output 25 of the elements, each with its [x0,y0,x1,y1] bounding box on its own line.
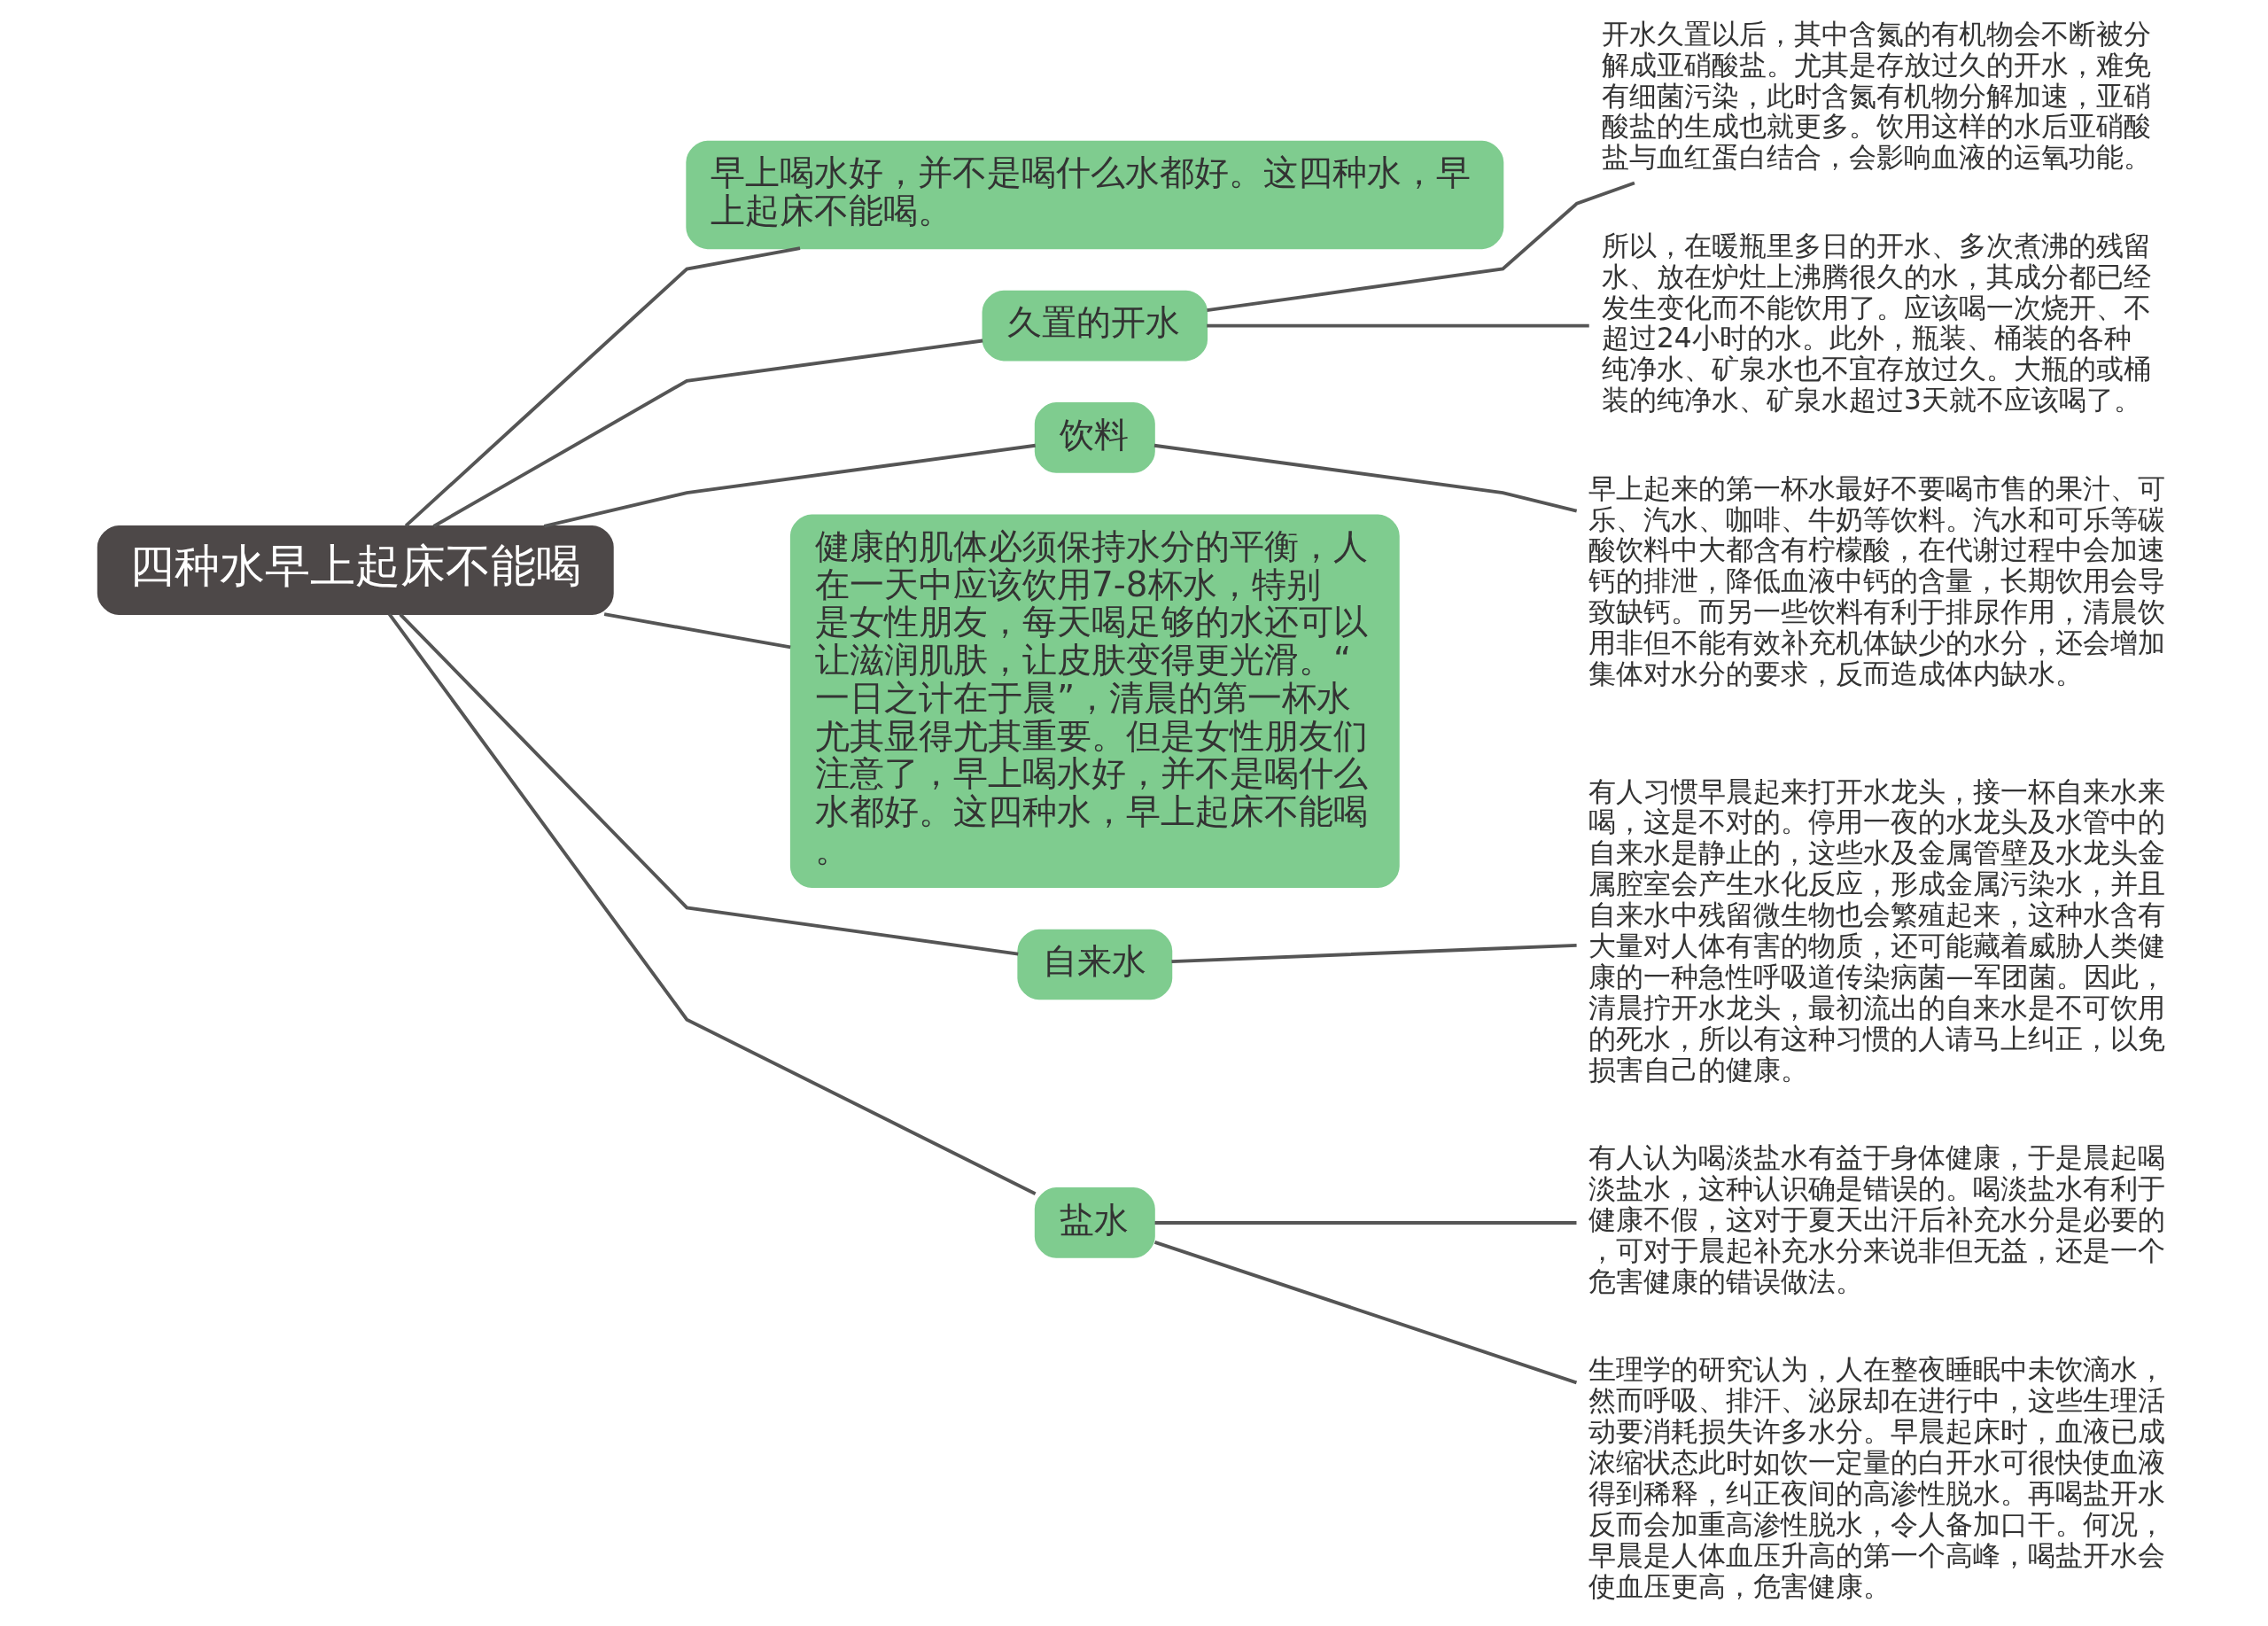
connector [387,612,1037,1196]
node-box: 早上喝水好，并不是喝什么水都好。这四种水，早上起床不能喝。 [685,140,1503,250]
connector [1153,1241,1577,1385]
node-box: 久置的开水 [982,290,1208,362]
node-text: 有人习惯早晨起来打开水龙头，接一杯自来水来喝，这是不对的。停用一夜的水龙头及水管中的自来水是静止的，这些水及金属管壁及水龙头金属腔室会产生水化反应，形成金属污染水，并且自来水中残留微生物也会繁殖起来，这种水含有大量对人体有害的物质，还可能藏着威胁人类健康的一种急性呼吸道传染病菌—军团菌。因此，清晨拧开水龙头，最初流出的自来水是不可饮用的死水，所以有这种习惯的人请马上纠正，以免损害自己的健康。 [1588,774,2166,1086]
node-text: 有人认为喝淡盐水有益于身体健康，于是晨起喝淡盐水，这种认识确是错误的。喝淡盐水有利于健康不假，这对于夏天出汗后补充水分是必要的，可对于晨起补充水分来说非但无益，还是一个危害健康的错误做法。 [1588,1141,2165,1298]
connector [404,246,800,527]
connector [603,612,791,650]
node-text: 开水久置以后，其中含氮的有机物会不断被分解成亚硝酸盐。尤其是存放过久的开水，难免有细菌污染，此时含氮有机物分解加速，亚硝酸盐的生成也就更多。饮用这样的水后亚硝酸盐与血红蛋白结合，会影响血液的运氧功能。 [1601,17,2151,174]
node-text: 生理学的研究认为，人在整夜睡眠中未饮滴水，然而呼吸、排汗、泌尿却在进行中，这些生理活动要消耗损失许多水分。早晨起床时，血液已成浓缩状态此时如饮一定量的白开水可很快使血液得到稀释，纠正夜间的高渗性脱水。再喝盐开水反而会加重高渗性脱水，令人备加口干。何况，早晨是人体血压升高的第一个高峰，喝盐开水会使血压更高，危害健康。 [1588,1353,2165,1603]
node-text: 早上起来的第一杯水最好不要喝市售的果汁、可乐、汽水、咖啡、牛奶等饮料。汽水和可乐等碳酸饮料中大都含有柠檬酸，在代谢过程中会加速钙的排泄，降低血液中钙的含量，长期饮用会导致缺钙。而另一些饮料有利于排尿作用，清晨饮用非但不能有效补充机体缺少的水分，还会增加集体对水分的要求，反而造成体内缺水。 [1588,471,2165,690]
node-box: 盐水 [1034,1187,1155,1258]
node-box: 四种水早上起床不能喝 [97,525,614,616]
node-text: 所以，在暖瓶里多日的开水、多次煮沸的残留水、放在炉灶上沸腾很久的水，其成分都已经发生变化而不能饮用了。应该喝一次烧开、不超过24小时的水。此外，瓶装、桶装的各种纯净水、矿泉水也不宜存放过久。大瓶的或桶装的纯净水、矿泉水超过3天就不应该喝了。 [1601,229,2151,416]
connector [398,612,1018,956]
node-box: 自来水 [1016,929,1172,1000]
connector [432,338,983,528]
connector [1153,443,1577,513]
connector [1206,181,1635,313]
connector [1170,943,1577,964]
node-box: 饮料 [1034,402,1155,473]
node-box: 健康的肌体必须保持水分的平衡，人在一天中应该饮用7-8杯水，特别是女性朋友，每天喝足够的水还可以让滋润肌肤，让皮肤变得更光滑。“一日之计在于晨”，清晨的第一杯水尤其显得尤其重要。但是女性朋友们注意了，早上喝水好，并不是喝什么水都好。这四种水，早上起床不能喝。 [789,514,1400,888]
connector [1206,323,1589,328]
connector [543,443,1036,528]
connector [1154,1221,1576,1225]
